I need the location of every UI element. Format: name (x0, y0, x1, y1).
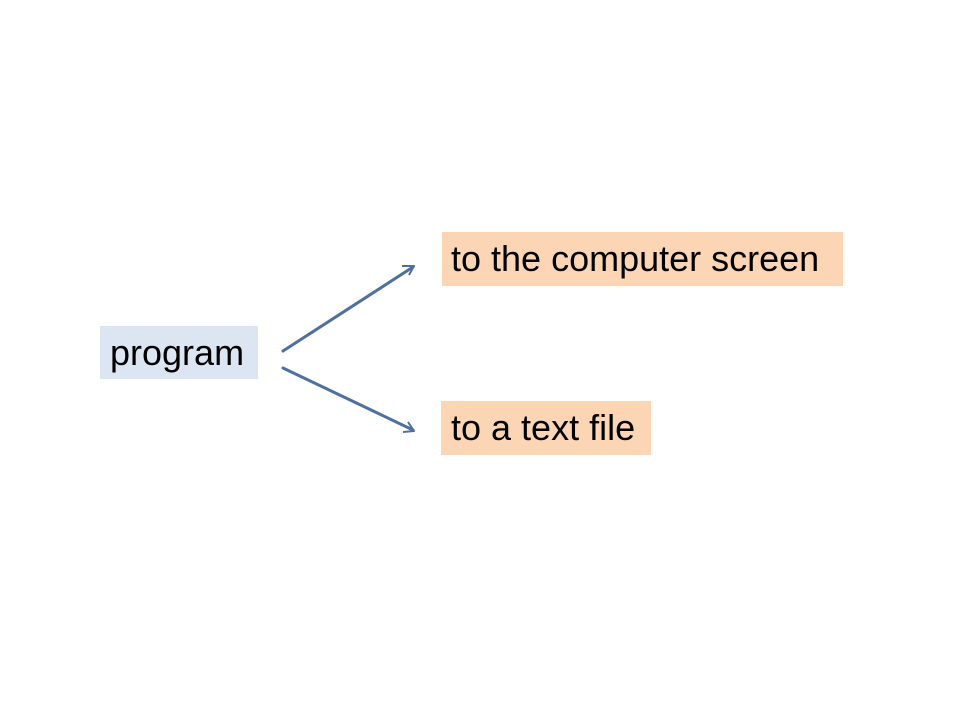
arrow-to-file-shaft (281, 366, 415, 432)
arrow-to-file-head-icon (402, 421, 415, 433)
text-file-label: to a text file (451, 407, 636, 448)
arrow-to-screen-head-icon (402, 265, 415, 276)
program-label: program (110, 331, 245, 373)
arrow-to-screen (281, 265, 415, 353)
text-file-box: to a text file (441, 401, 651, 455)
computer-screen-box: to the computer screen (442, 232, 843, 286)
arrow-to-file (281, 366, 415, 433)
arrow-to-screen-shaft (281, 265, 415, 353)
program-box: program (100, 326, 258, 379)
computer-screen-label: to the computer screen (451, 238, 820, 279)
